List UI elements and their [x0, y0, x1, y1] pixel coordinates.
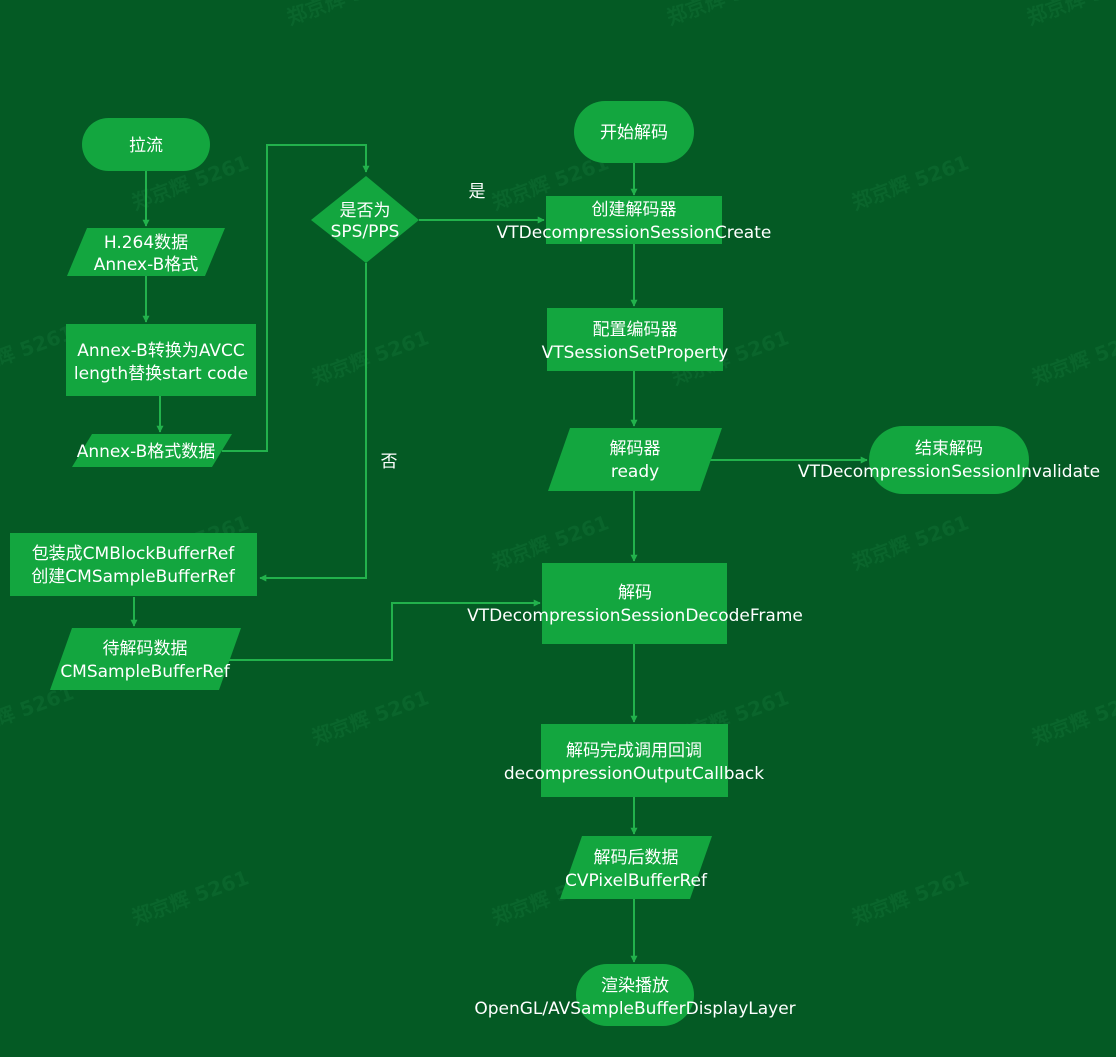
node-pull-stream: 拉流 [82, 118, 210, 171]
node-convert-avcc-line1: Annex-B转换为AVCC [77, 341, 245, 361]
node-config-encoder-line2: VTSessionSetProperty [542, 343, 729, 363]
node-decode-callback-line1: 解码完成调用回调 [566, 741, 702, 761]
node-wrap-buffer: 包装成CMBlockBufferRef 创建CMSampleBufferRef [10, 533, 257, 596]
watermark: 郑京辉 5261 [1029, 325, 1116, 389]
node-is-sps-pps: 是否为 SPS/PPS [311, 176, 419, 263]
node-convert-avcc: Annex-B转换为AVCC length替换start code [66, 324, 256, 396]
node-decoded-data-line2: CVPixelBufferRef [565, 871, 708, 891]
node-end-decode: 结束解码 VTDecompressionSessionInvalidate [798, 426, 1100, 494]
node-annexb-data-label: Annex-B格式数据 [77, 442, 216, 462]
node-start-decode-label: 开始解码 [600, 123, 668, 143]
node-decoder-ready-line2: ready [611, 462, 659, 482]
node-create-decoder: 创建解码器 VTDecompressionSessionCreate [497, 196, 772, 244]
node-decode-callback-line2: decompressionOutputCallback [504, 764, 764, 784]
watermark: 郑京辉 5261 [309, 685, 432, 749]
node-pending-data-line2: CMSampleBufferRef [60, 662, 230, 682]
node-decoded-data: 解码后数据 CVPixelBufferRef [560, 836, 712, 899]
edge-label-no: 否 [381, 452, 398, 472]
watermark: 郑京辉 5261 [0, 320, 77, 384]
node-decode-line1: 解码 [618, 583, 652, 603]
node-config-encoder: 配置编码器 VTSessionSetProperty [542, 308, 729, 371]
node-h264-data-line1: H.264数据 [104, 233, 188, 253]
edge-decision-no [259, 263, 367, 582]
node-is-sps-pps-line2: SPS/PPS [331, 222, 400, 242]
node-is-sps-pps-line1: 是否为 [340, 201, 391, 221]
node-convert-avcc-line2: length替换start code [74, 364, 248, 384]
node-decode: 解码 VTDecompressionSessionDecodeFrame [467, 563, 803, 644]
watermark: 郑京辉 5261 [129, 865, 252, 929]
node-decoder-ready: 解码器 ready [548, 428, 722, 491]
watermark: 郑京辉 5261 [849, 150, 972, 214]
watermark: 郑京辉 5261 [664, 0, 787, 30]
node-h264-data-line2: Annex-B格式 [94, 255, 199, 275]
watermark: 郑京辉 5261 [309, 325, 432, 389]
node-end-decode-line1: 结束解码 [915, 439, 983, 459]
node-start-decode: 开始解码 [574, 101, 694, 163]
node-end-decode-line2: VTDecompressionSessionInvalidate [798, 462, 1100, 482]
node-create-decoder-line2: VTDecompressionSessionCreate [497, 223, 772, 243]
watermark: 郑京辉 5261 [849, 865, 972, 929]
node-pull-stream-label: 拉流 [129, 136, 163, 156]
edges [130, 144, 868, 963]
node-decode-callback: 解码完成调用回调 decompressionOutputCallback [504, 724, 764, 797]
watermark: 郑京辉 5261 [284, 0, 407, 30]
node-wrap-buffer-line2: 创建CMSampleBufferRef [31, 567, 235, 587]
edge-label-yes: 是 [469, 182, 486, 202]
node-annexb-data: Annex-B格式数据 [72, 434, 232, 467]
node-h264-data: H.264数据 Annex-B格式 [67, 228, 225, 276]
node-render-line1: 渲染播放 [601, 976, 669, 996]
node-render: 渲染播放 OpenGL/AVSampleBufferDisplayLayer [474, 964, 796, 1026]
node-pending-data-line1: 待解码数据 [103, 639, 188, 659]
node-create-decoder-line1: 创建解码器 [592, 200, 677, 220]
node-render-line2: OpenGL/AVSampleBufferDisplayLayer [474, 999, 795, 1019]
watermark: 郑京辉 5261 [1024, 0, 1116, 30]
edge-annexb-to-decision [222, 144, 370, 452]
node-pending-data: 待解码数据 CMSampleBufferRef [50, 628, 241, 690]
node-wrap-buffer-line1: 包装成CMBlockBufferRef [32, 544, 236, 564]
edge-pending-to-decode [222, 599, 541, 661]
watermark: 郑京辉 5261 [1029, 685, 1116, 749]
node-decoder-ready-line1: 解码器 [610, 439, 661, 459]
node-decoded-data-line1: 解码后数据 [594, 848, 679, 868]
watermark: 郑京辉 5261 [849, 510, 972, 574]
node-config-encoder-line1: 配置编码器 [593, 320, 678, 340]
node-decode-line2: VTDecompressionSessionDecodeFrame [467, 606, 803, 626]
